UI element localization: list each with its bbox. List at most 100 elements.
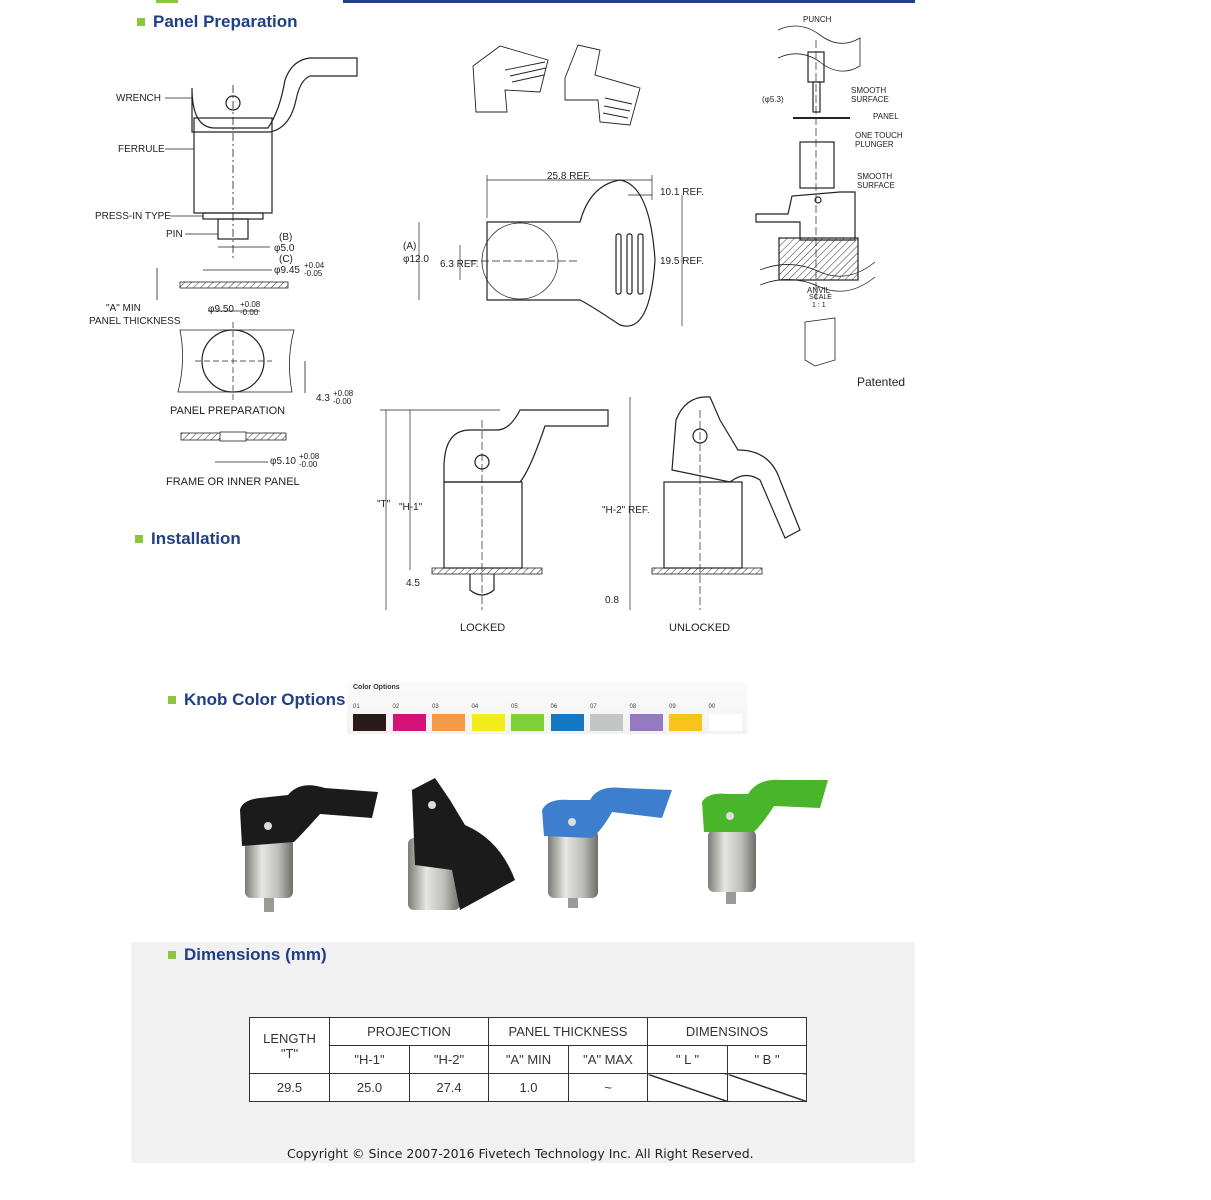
header-panel-thickness: PANEL THICKNESS — [488, 1017, 648, 1046]
label-press-in-type: PRESS-IN TYPE — [95, 211, 171, 222]
cell-b — [727, 1073, 807, 1102]
table-row: 29.5 25.0 27.4 1.0 ~ — [249, 1073, 807, 1102]
label-panel: PANEL — [873, 112, 899, 121]
wrench-outline — [191, 57, 358, 133]
label-tol43: +0.08 -0.00 — [333, 389, 354, 406]
label-tol945: +0.04 -0.05 — [304, 261, 325, 278]
label-ref63: 6.3 REF. — [440, 259, 479, 270]
label-a: (A) — [403, 241, 417, 252]
technical-drawing — [156, 25, 876, 610]
header-b: " B " — [727, 1045, 807, 1074]
color-swatch-code: 03 — [432, 704, 439, 710]
color-swatch-code: 06 — [550, 704, 558, 710]
label-panel-preparation: PANEL PREPARATION — [170, 405, 286, 417]
label-panel-thickness: PANEL THICKNESS — [89, 316, 181, 327]
label-a-min: "A" MIN — [106, 303, 141, 314]
label-locked: LOCKED — [460, 622, 506, 634]
label-ferrule: FERRULE — [118, 144, 165, 155]
label-tol510: +0.08 -0.00 — [299, 452, 320, 469]
header-a-max: "A" MAX — [568, 1045, 648, 1074]
bullet-icon — [168, 951, 176, 959]
bullet-icon — [135, 535, 143, 543]
color-swatch — [392, 714, 426, 731]
label-pin: PIN — [166, 229, 183, 240]
top-accent-bar — [156, 0, 178, 3]
label-frame-inner-panel: FRAME OR INNER PANEL — [166, 476, 300, 488]
dimensions-table: LENGTH "T" PROJECTION PANEL THICKNESS DI… — [249, 1017, 807, 1102]
header-length-text: LENGTH — [263, 1030, 316, 1046]
color-swatch — [432, 714, 465, 731]
color-swatch — [669, 714, 702, 731]
color-swatch — [708, 714, 742, 731]
label-phi945: φ9.45 — [274, 265, 300, 276]
section-title-text: Panel Preparation — [153, 12, 298, 31]
bullet-icon — [168, 696, 176, 704]
bullet-icon — [137, 18, 145, 26]
product-photo-green — [702, 779, 828, 904]
label-h1: "H-1" — [399, 502, 423, 513]
label-phi5: φ5.0 — [274, 243, 295, 254]
color-swatch — [590, 714, 623, 731]
color-swatch-code: 04 — [471, 704, 479, 710]
header-h1: "H-1" — [329, 1045, 410, 1074]
label-unlocked: UNLOCKED — [669, 622, 731, 634]
label-t: "T" — [377, 499, 391, 510]
label-phi53: (φ5.3) — [762, 95, 784, 104]
section-title-text: Installation — [151, 529, 241, 548]
label-dim08: 0.8 — [605, 595, 619, 606]
color-swatch-code: 07 — [590, 704, 597, 710]
label-tol950: +0.08 -0.00 — [240, 300, 261, 317]
product-photo-black-raised — [408, 778, 515, 910]
header-a-min: "A" MIN — [488, 1045, 569, 1074]
label-phi950: φ9.50 — [208, 304, 234, 315]
label-patented: Patented — [857, 375, 906, 389]
label-smooth-surface-top: SMOOTH SURFACE — [851, 86, 889, 104]
label-ref101: 10.1 REF. — [660, 187, 704, 198]
color-swatch-code: 05 — [511, 704, 518, 710]
label-scale-ratio: 1 : 1 — [812, 302, 826, 309]
copyright-text: Copyright © Since 2007-2016 Fivetech Tec… — [287, 1146, 754, 1161]
label-b: (B) — [279, 232, 293, 243]
section-title-knob-color-options: Knob Color Options — [168, 690, 345, 710]
section-title-panel-preparation: Panel Preparation — [137, 12, 298, 32]
color-swatch-code: 08 — [629, 704, 637, 710]
top-header-bar — [343, 0, 915, 3]
label-anvil: ANVIL — [807, 286, 831, 295]
color-swatch-code: 09 — [669, 704, 676, 710]
header-length: LENGTH "T" — [249, 1017, 330, 1074]
header-length-sub: "T" — [280, 1045, 299, 1061]
label-dim45: 4.5 — [406, 578, 420, 589]
label-ref195: 19.5 REF. — [660, 256, 704, 267]
label-phi510: φ5.10 — [270, 456, 296, 467]
section-title-dimensions: Dimensions (mm) — [168, 945, 327, 965]
color-swatch — [511, 714, 544, 731]
label-punch: PUNCH — [803, 15, 832, 24]
header-dimensinos: DIMENSINOS — [647, 1017, 807, 1046]
cell-a-max: ~ — [568, 1073, 648, 1102]
color-swatch-code: 00 — [708, 704, 716, 710]
cell-t: 29.5 — [249, 1073, 330, 1102]
label-phi12: φ12.0 — [403, 254, 429, 265]
section-title-text: Dimensions (mm) — [184, 945, 327, 964]
label-h2-ref: "H-2" REF. — [602, 505, 650, 516]
color-swatch — [629, 714, 663, 731]
color-options-title: Color Options — [353, 684, 400, 691]
cell-h1: 25.0 — [329, 1073, 410, 1102]
label-scale: SCALE — [809, 294, 832, 301]
section-title-text: Knob Color Options — [184, 690, 346, 709]
color-swatch — [471, 714, 505, 731]
section-title-installation: Installation — [135, 529, 241, 549]
label-smooth-surface-bottom: SMOOTH SURFACE — [857, 172, 895, 190]
label-dim43: 4.3 — [316, 393, 330, 404]
cell-a-min: 1.0 — [488, 1073, 569, 1102]
header-l: " L " — [647, 1045, 728, 1074]
label-one-touch-plunger: ONE TOUCH PLUNGER — [855, 131, 903, 149]
product-photos — [240, 778, 828, 912]
header-h2: "H-2" — [409, 1045, 489, 1074]
product-photo-blue — [542, 787, 672, 908]
header-projection: PROJECTION — [329, 1017, 489, 1046]
label-c: (C) — [279, 254, 293, 265]
color-swatch-code: 02 — [392, 704, 400, 710]
label-ref258: 25.8 REF. — [547, 171, 591, 182]
